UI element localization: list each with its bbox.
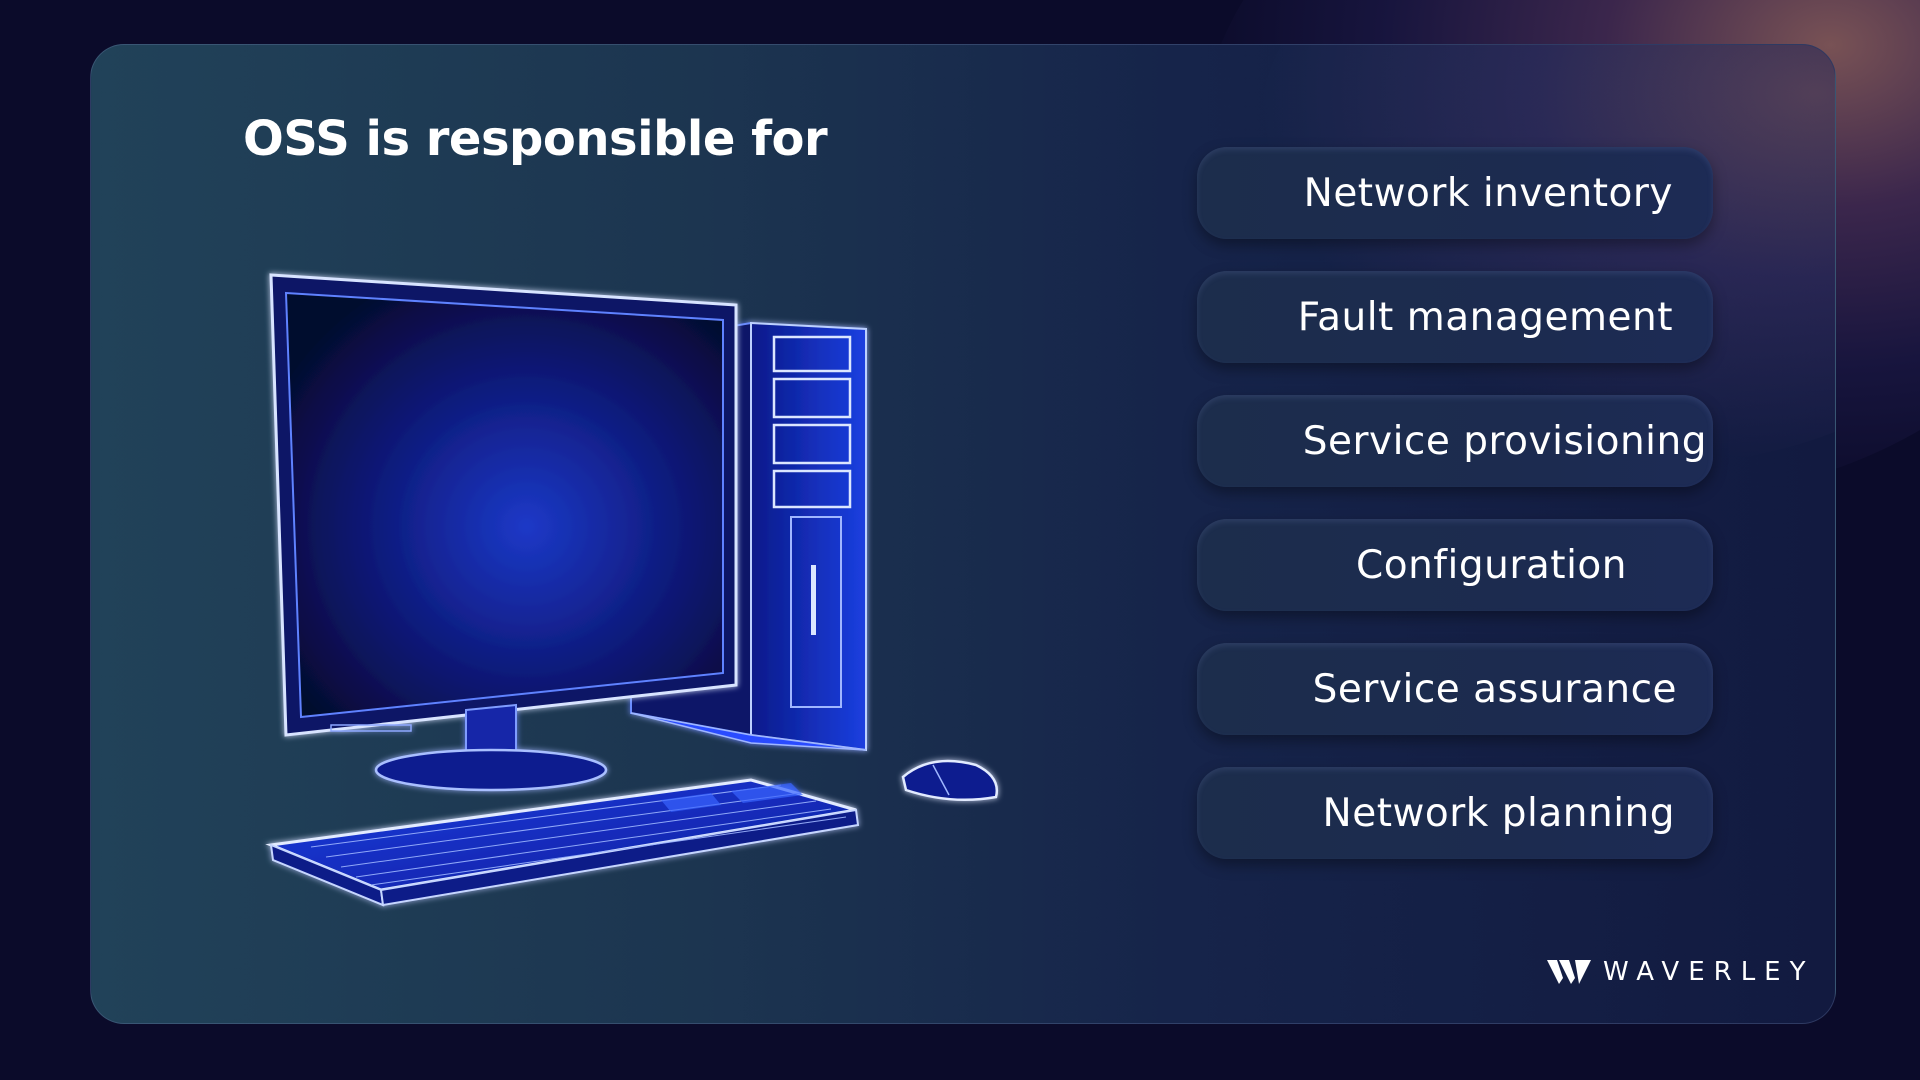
list-item: Fault management	[1197, 271, 1713, 363]
slide-title: OSS is responsible for	[243, 111, 828, 167]
list-item: Service provisioning	[1197, 395, 1713, 487]
brand-logo: WAVERLEY	[1547, 957, 1814, 987]
waverley-logo-icon	[1547, 960, 1591, 984]
list-item: Network inventory	[1197, 147, 1713, 239]
list-item: Network planning	[1197, 767, 1713, 859]
brand-name: WAVERLEY	[1603, 957, 1815, 987]
responsibility-list: Network inventory Fault management Servi…	[1197, 147, 1717, 891]
list-item: Configuration	[1197, 519, 1713, 611]
content-card: OSS is responsible for	[90, 44, 1836, 1024]
list-item: Service assurance	[1197, 643, 1713, 735]
desktop-computer-icon	[265, 273, 999, 907]
